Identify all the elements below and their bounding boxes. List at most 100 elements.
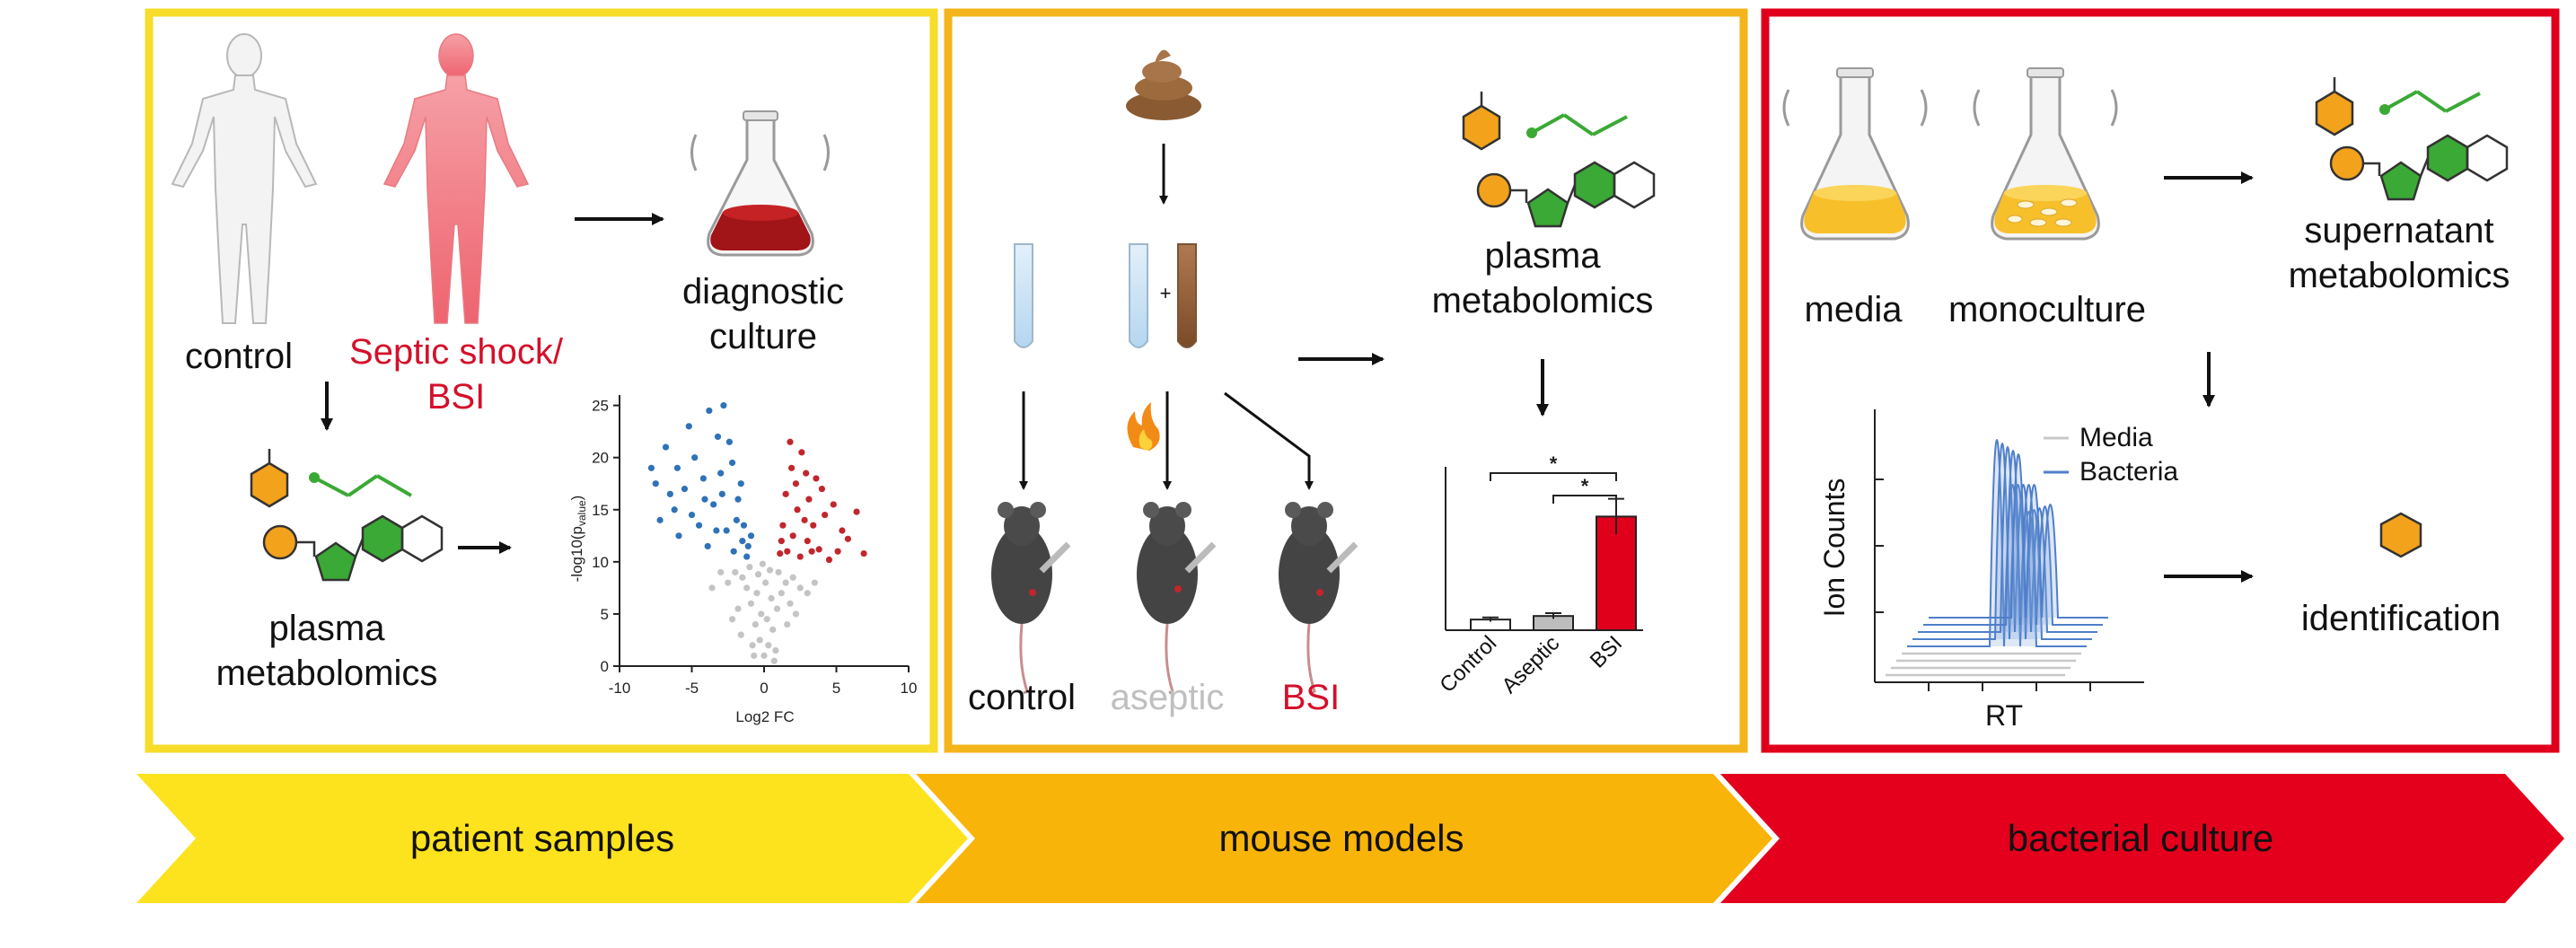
volcano-point-blue xyxy=(675,532,682,540)
bar-bsi xyxy=(1596,515,1637,631)
volcano-point-blue xyxy=(737,480,744,487)
flask-icon xyxy=(690,110,830,257)
volcano-point-grey xyxy=(782,579,789,586)
chromatogram-plot: Media Bacteria RT Ion Counts xyxy=(1818,409,2178,732)
mouse-icon xyxy=(991,502,1071,695)
volcano-point-blue xyxy=(701,496,708,503)
patient-metabolomics-label: metabolomics xyxy=(216,654,438,693)
volcano-y-label: -log10(pvalue) xyxy=(568,496,588,583)
volcano-point-blue xyxy=(744,542,752,550)
volcano-point-blue xyxy=(662,443,670,451)
volcano-point-blue xyxy=(723,527,730,534)
volcano-point-blue xyxy=(671,506,678,514)
banner-patient-label: patient samples xyxy=(410,817,674,859)
volcano-point-grey xyxy=(754,571,762,578)
volcano-point-blue xyxy=(652,480,659,487)
volcano-point-blue xyxy=(720,402,727,409)
volcano-point-red xyxy=(794,506,801,514)
volcano-y-tick-label: 10 xyxy=(592,554,609,571)
volcano-point-blue xyxy=(725,438,733,445)
supernatant-label: supernatant xyxy=(2304,211,2493,250)
volcano-point-grey xyxy=(773,605,781,612)
metabolite-structure-icon xyxy=(1462,92,1656,228)
volcano-point-grey xyxy=(752,620,759,628)
banner-mouse-label: mouse models xyxy=(1218,817,1464,859)
volcano-point-grey xyxy=(789,574,796,581)
volcano-point-red xyxy=(808,548,815,555)
flame-icon xyxy=(1127,402,1160,451)
volcano-point-blue xyxy=(673,464,681,471)
volcano-y-tick-label: 5 xyxy=(601,606,609,623)
volcano-point-grey xyxy=(784,620,791,628)
volcano-y-label-sub: value xyxy=(576,500,588,526)
banner-patient xyxy=(136,774,968,903)
volcano-point-blue xyxy=(706,407,713,415)
volcano-x-tick-label: -10 xyxy=(609,680,631,697)
syringe-icon xyxy=(1184,541,1217,574)
chrom-y-ticks xyxy=(1875,478,1884,613)
mouse-plasma-label: plasma xyxy=(1485,236,1602,276)
volcano-point-blue xyxy=(688,511,696,519)
banner-bacterial-label: bacterial culture xyxy=(2008,817,2273,859)
flask-icon xyxy=(1973,67,2118,241)
volcano-point-red xyxy=(801,516,808,523)
volcano-point-red xyxy=(777,549,784,557)
supernatant-metabolomics-label: metabolomics xyxy=(2289,256,2510,295)
volcano-point-red xyxy=(792,480,800,487)
volcano-y-label-main: -log10(p xyxy=(568,526,585,582)
volcano-point-red xyxy=(813,475,820,482)
volcano-point-blue xyxy=(685,423,692,430)
volcano-point-grey xyxy=(811,579,818,586)
human-silhouette-icon xyxy=(382,33,530,324)
volcano-point-grey xyxy=(708,584,716,592)
volcano-point-grey xyxy=(787,600,794,607)
volcano-point-red xyxy=(789,532,796,540)
patient-control-label: control xyxy=(185,337,293,376)
volcano-point-grey xyxy=(739,574,746,581)
volcano-point-grey xyxy=(747,600,755,607)
volcano-x-tick-label: -5 xyxy=(685,680,699,697)
volcano-point-grey xyxy=(746,564,753,571)
volcano-point-grey xyxy=(728,616,736,623)
volcano-point-red xyxy=(839,527,846,534)
mouse-bsi-label: BSI xyxy=(1282,678,1340,717)
volcano-point-red xyxy=(853,508,860,515)
volcano-point-red xyxy=(830,501,837,508)
volcano-point-red xyxy=(815,546,822,553)
volcano-point-red xyxy=(804,538,811,545)
bar-category-label: Control xyxy=(1435,631,1501,698)
syringe-icon xyxy=(1326,541,1358,574)
diagnostic-label: diagnostic xyxy=(682,272,844,312)
volcano-point-blue xyxy=(717,470,725,477)
bar-category-label: BSI xyxy=(1586,631,1627,672)
plus-sign: + xyxy=(1160,282,1172,304)
panel-frame-bacterial xyxy=(1761,8,2560,753)
volcano-point-blue xyxy=(695,522,703,529)
banner-bacterial xyxy=(1720,774,2564,903)
media-label: media xyxy=(1805,290,1903,329)
volcano-point-red xyxy=(779,522,787,529)
volcano-point-red xyxy=(796,553,804,560)
metabolite-structure-icon xyxy=(2315,77,2509,201)
stool-icon xyxy=(1126,49,1201,120)
identified-metabolite-icon xyxy=(2379,512,2422,558)
volcano-point-grey xyxy=(758,610,765,618)
volcano-point-grey xyxy=(749,642,756,649)
bar-category-label: Aseptic xyxy=(1497,631,1564,698)
metabolite-structure-icon xyxy=(250,449,444,582)
panel-frame-mouse xyxy=(944,8,1748,753)
volcano-point-red xyxy=(834,548,841,555)
banner-mouse xyxy=(916,774,1772,903)
volcano-point-grey xyxy=(743,584,751,592)
culture-label: culture xyxy=(709,317,817,356)
volcano-point-red xyxy=(782,490,789,497)
volcano-y-label-close: ) xyxy=(568,496,585,501)
volcano-point-grey xyxy=(725,579,732,586)
chrom-y-label: Ion Counts xyxy=(1818,478,1851,618)
significance-star-1: * xyxy=(1550,452,1558,475)
volcano-point-blue xyxy=(730,548,737,555)
volcano-point-grey xyxy=(765,642,772,649)
volcano-point-blue xyxy=(666,490,673,497)
